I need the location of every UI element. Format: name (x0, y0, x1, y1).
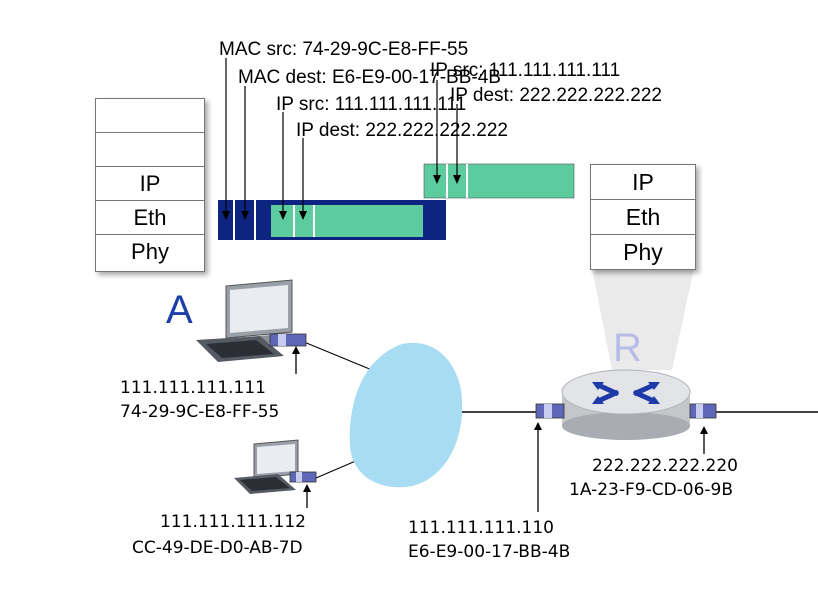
host-2-mac-address: CC-49-DE-D0-AB-7D (132, 538, 303, 558)
router-stack-layer-eth: Eth (591, 200, 695, 235)
frame-mac-src-label: MAC src: 74-29-9C-E8-FF-55 (219, 39, 469, 60)
router-ip-datagram (423, 163, 575, 199)
host-2-nic (289, 471, 317, 483)
link-frame (218, 200, 446, 240)
host-a-mac-address: 74-29-9C-E8-FF-55 (120, 402, 280, 422)
host-a-stack-layer-phy: Phy (131, 239, 169, 264)
host-a-stack-layer-eth: Eth (96, 201, 204, 235)
host-a-stack-layer-2 (96, 133, 204, 167)
host-a-nic (269, 333, 307, 347)
router-right-mac-address: 1A-23-F9-CD-06-9B (569, 480, 734, 500)
host-a-protocol-stack: IP Eth Phy (95, 98, 205, 272)
host-a-ip-address: 111.111.111.111 (120, 378, 267, 398)
router-name: R (613, 326, 642, 370)
host-a-stack-layer-1 (96, 99, 204, 133)
link-host-2-cloud (315, 459, 359, 479)
datagram-ip-src-label: IP src: 111.111.111.111 (430, 60, 621, 81)
host-a-stack-layer-ip: IP (96, 167, 204, 201)
router-device (535, 369, 717, 440)
router-top (561, 369, 691, 415)
frame-ip-src-label: IP src: 111.111.111.111 (276, 94, 467, 115)
router-stack-funnel (592, 268, 694, 370)
frame-ip-dest-label: IP dest: 222.222.222.222 (296, 120, 508, 141)
host-2-computer (234, 439, 317, 494)
host-2-ip-address: 111.111.111.112 (160, 512, 307, 532)
frame-field-pointers (225, 58, 458, 212)
host-a-computer (196, 279, 307, 362)
router-protocol-stack: IP Eth Phy (590, 164, 696, 270)
router-left-ip-address: 111.111.111.110 (408, 518, 555, 538)
link-host-a-cloud (303, 341, 373, 371)
router-right-ip-address: 222.222.222.220 (592, 456, 739, 476)
host-a-name: A (166, 288, 193, 332)
frame-ip-datagram (271, 205, 423, 237)
subnet-cloud (349, 342, 463, 488)
datagram-ip-dest-label: IP dest: 222.222.222.222 (450, 85, 662, 106)
router-arrows-icon (594, 381, 658, 405)
router-stack-layer-phy: Phy (623, 239, 663, 265)
frame-field-arrowheads (222, 175, 461, 220)
router-left-mac-address: E6-E9-00-17-BB-4B (408, 542, 571, 562)
router-stack-layer-ip: IP (591, 165, 695, 200)
frame-mac-dest-label: MAC dest: E6-E9-00-17-BB-4B (238, 67, 501, 88)
